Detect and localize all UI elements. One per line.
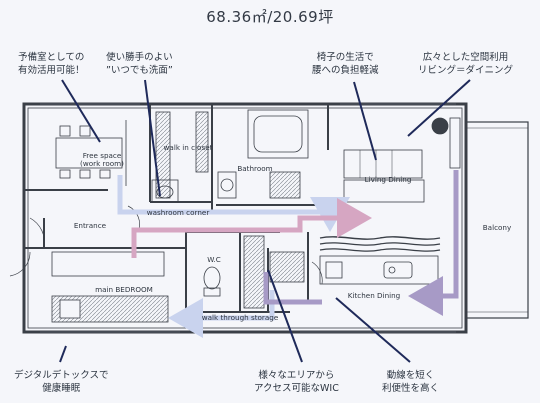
free-space-furniture xyxy=(55,120,127,186)
callout-chair-life-line2: 腰への負担軽減 xyxy=(312,65,379,76)
bathroom xyxy=(217,109,309,199)
leader-washroom xyxy=(144,79,161,197)
callout-washroom-line1: 使い勝手のよい xyxy=(106,52,173,63)
leader-spacious-living xyxy=(407,79,471,137)
walk-in-closet xyxy=(155,111,209,199)
callout-wic-access-line1: 様々なエリアから xyxy=(258,370,335,381)
label-kitchen-dining: Kitchen Dining xyxy=(348,291,401,300)
callout-wic-access: 様々なエリアから アクセス可能なWIC xyxy=(254,369,339,395)
callout-digital-detox: デジタルデトックスで 健康睡眠 xyxy=(14,369,109,395)
flow-arrow-purple-right xyxy=(408,170,459,316)
room-labels: Free space (work room) walk in closet Ba… xyxy=(74,143,512,322)
callout-spacious-living: 広々とした空間利用 リビング＝ダイニング xyxy=(418,51,513,77)
label-walk-through-storage: walk through storage xyxy=(202,313,279,322)
leader-digital-detox xyxy=(59,345,67,363)
label-free-space-line1: Free space xyxy=(83,151,122,160)
label-walk-in-closet: walk in closet xyxy=(164,143,213,152)
outer-walls xyxy=(22,102,529,334)
callout-washroom: 使い勝手のよい ”いつでも洗面” xyxy=(106,51,173,77)
leader-lines xyxy=(59,79,471,363)
leader-spare-room xyxy=(61,79,101,143)
callout-spacious-living-line1: 広々とした空間利用 xyxy=(422,52,509,63)
leader-wic-access xyxy=(267,269,303,363)
flow-arrow-storage xyxy=(168,290,275,338)
callout-chair-life: 椅子の生活で 腰への負担軽減 xyxy=(312,51,379,77)
kitchen-counter xyxy=(319,236,441,285)
callout-digital-detox-line1: デジタルデトックスで xyxy=(14,370,109,381)
label-bathroom: Bathroom xyxy=(237,164,272,173)
flow-arrow-purple-left xyxy=(263,272,322,305)
label-washroom-corner: washroom corner xyxy=(147,208,210,217)
label-balcony: Balcony xyxy=(483,223,512,232)
callout-spare-room-line2: 有効活用可能！ xyxy=(18,65,85,76)
label-free-space-line2: (work room) xyxy=(80,159,124,168)
flow-arrows xyxy=(117,170,459,338)
callout-spacious-living-line2: リビング＝ダイニング xyxy=(418,65,514,76)
label-main-bedroom: main BEDROOM xyxy=(95,285,153,294)
living-furniture xyxy=(343,117,461,203)
callout-spare-room: 予備室としての 有効活用可能！ xyxy=(18,51,85,77)
callout-short-flow: 動線を短く 利便性を高く xyxy=(382,369,439,395)
callout-short-flow-line2: 利便性を高く xyxy=(382,383,440,394)
callout-washroom-line2: ”いつでも洗面” xyxy=(106,65,173,76)
label-wc: W.C xyxy=(207,255,221,264)
callout-spare-room-line1: 予備室としての xyxy=(18,52,85,63)
label-entrance: Entrance xyxy=(74,221,107,230)
bedroom-furniture xyxy=(51,251,169,323)
leader-short-flow xyxy=(335,297,411,363)
flow-arrow-pink xyxy=(131,198,372,258)
label-living-dining: Living Dining xyxy=(365,175,412,184)
wc-storage xyxy=(203,235,305,309)
washroom-basin xyxy=(151,179,179,203)
area-title: 68.36㎡/20.69坪 xyxy=(206,8,334,26)
callout-wic-access-line2: アクセス可能なWIC xyxy=(254,383,339,394)
callout-chair-life-line1: 椅子の生活で xyxy=(316,52,374,63)
callout-digital-detox-line2: 健康睡眠 xyxy=(42,383,81,394)
callout-short-flow-line1: 動線を短く xyxy=(386,370,435,381)
leader-chair-life xyxy=(353,81,377,161)
